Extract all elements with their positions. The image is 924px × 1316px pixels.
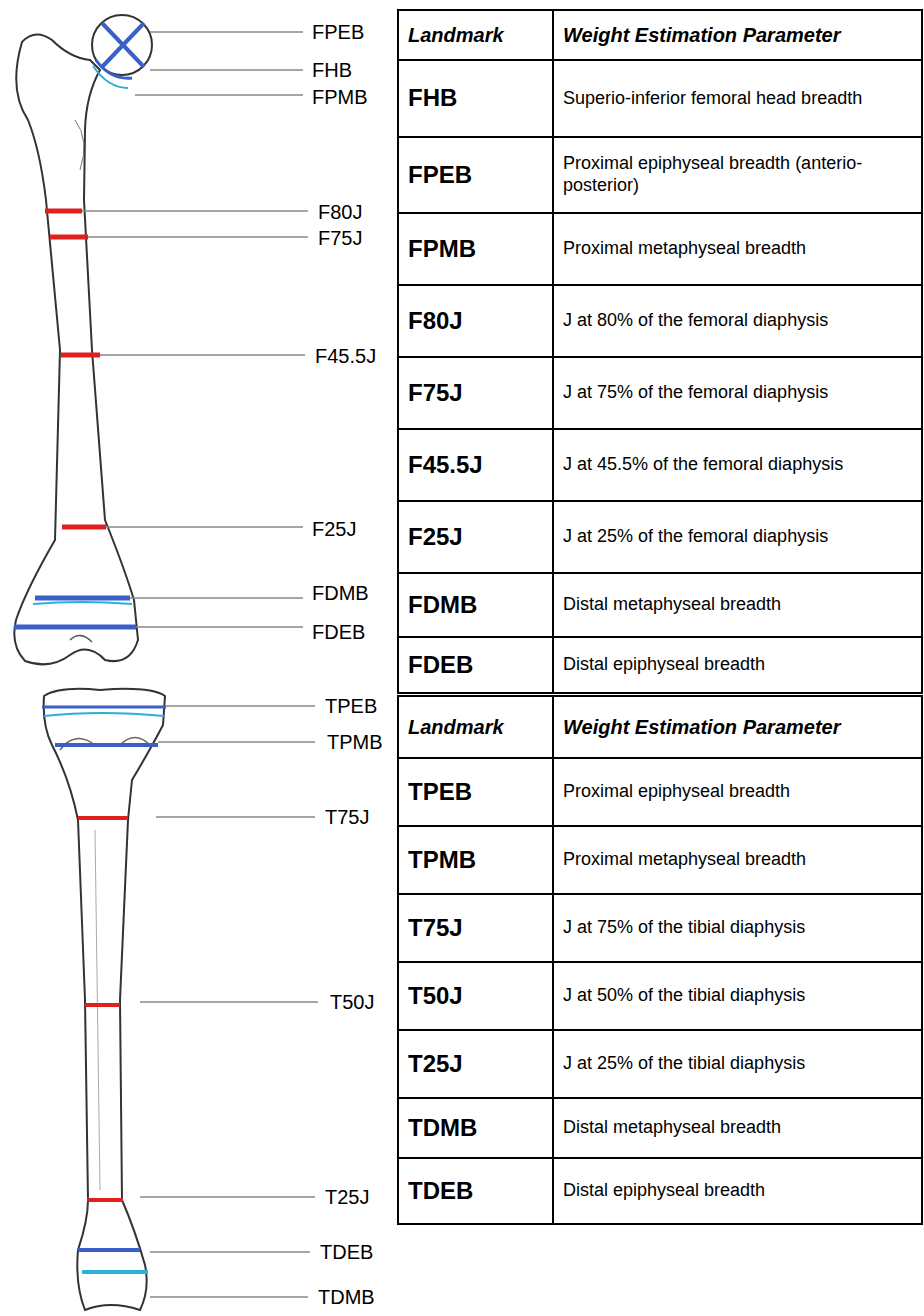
- table-cell: F45.5J: [408, 451, 546, 480]
- landmark-label: FDEB: [312, 620, 365, 644]
- table-cell: F75J: [408, 379, 546, 408]
- landmark-label: FHB: [312, 58, 352, 82]
- table-cell: Proximal metaphyseal breadth: [563, 849, 915, 871]
- table-cell: Superio-inferior femoral head breadth: [563, 88, 915, 110]
- table-cell: T25J: [408, 1050, 546, 1079]
- table-cell: Proximal epiphyseal breadth (anterio-pos…: [563, 153, 915, 196]
- landmark-label: TDEB: [320, 1240, 373, 1264]
- table-cell: J at 75% of the femoral diaphysis: [563, 382, 915, 404]
- table-cell: J at 25% of the tibial diaphysis: [563, 1053, 915, 1075]
- table-cell: TDEB: [408, 1177, 546, 1206]
- table-cell: Distal epiphyseal breadth: [563, 1180, 915, 1202]
- landmark-label: F45.5J: [315, 344, 376, 368]
- table-cell: F25J: [408, 523, 546, 552]
- table-cell: Weight Estimation Parameter: [563, 23, 915, 47]
- landmark-label: TPEB: [325, 694, 377, 718]
- landmark-label: T75J: [325, 805, 369, 829]
- table-cell: FDMB: [408, 591, 546, 620]
- table-cell: TPMB: [408, 846, 546, 875]
- table-cell: TPEB: [408, 778, 546, 807]
- landmark-label: FDMB: [312, 581, 369, 605]
- landmark-label: FPMB: [312, 85, 368, 109]
- table-cell: TDMB: [408, 1114, 546, 1143]
- table-cell: Distal metaphyseal breadth: [563, 1117, 915, 1139]
- landmark-label: F25J: [312, 517, 356, 541]
- table-cell: FDEB: [408, 651, 546, 680]
- landmark-label: F80J: [318, 200, 362, 224]
- table-cell: T75J: [408, 914, 546, 943]
- table-cell: F80J: [408, 307, 546, 336]
- table-cell: Distal epiphyseal breadth: [563, 654, 915, 676]
- table-cell: FPMB: [408, 235, 546, 264]
- landmark-label: T25J: [325, 1185, 369, 1209]
- table-cell: Distal metaphyseal breadth: [563, 594, 915, 616]
- landmark-label: FPEB: [312, 20, 364, 44]
- table-cell: FPEB: [408, 161, 546, 190]
- table-cell: FHB: [408, 84, 546, 113]
- landmark-label: T50J: [330, 990, 374, 1014]
- landmark-label: F75J: [318, 226, 362, 250]
- table-cell: J at 80% of the femoral diaphysis: [563, 310, 915, 332]
- table-cell: J at 45.5% of the femoral diaphysis: [563, 454, 915, 476]
- table-cell: T50J: [408, 982, 546, 1011]
- table-cell: Weight Estimation Parameter: [563, 715, 915, 739]
- landmark-label: TDMB: [318, 1285, 375, 1309]
- table-cell: J at 50% of the tibial diaphysis: [563, 985, 915, 1007]
- table-cell: Proximal epiphyseal breadth: [563, 781, 915, 803]
- table-cell: J at 75% of the tibial diaphysis: [563, 917, 915, 939]
- table-cell: Proximal metaphyseal breadth: [563, 238, 915, 260]
- landmark-label: TPMB: [327, 730, 383, 754]
- table-cell: Landmark: [408, 715, 546, 739]
- table-cell: J at 25% of the femoral diaphysis: [563, 526, 915, 548]
- table-cell: Landmark: [408, 23, 546, 47]
